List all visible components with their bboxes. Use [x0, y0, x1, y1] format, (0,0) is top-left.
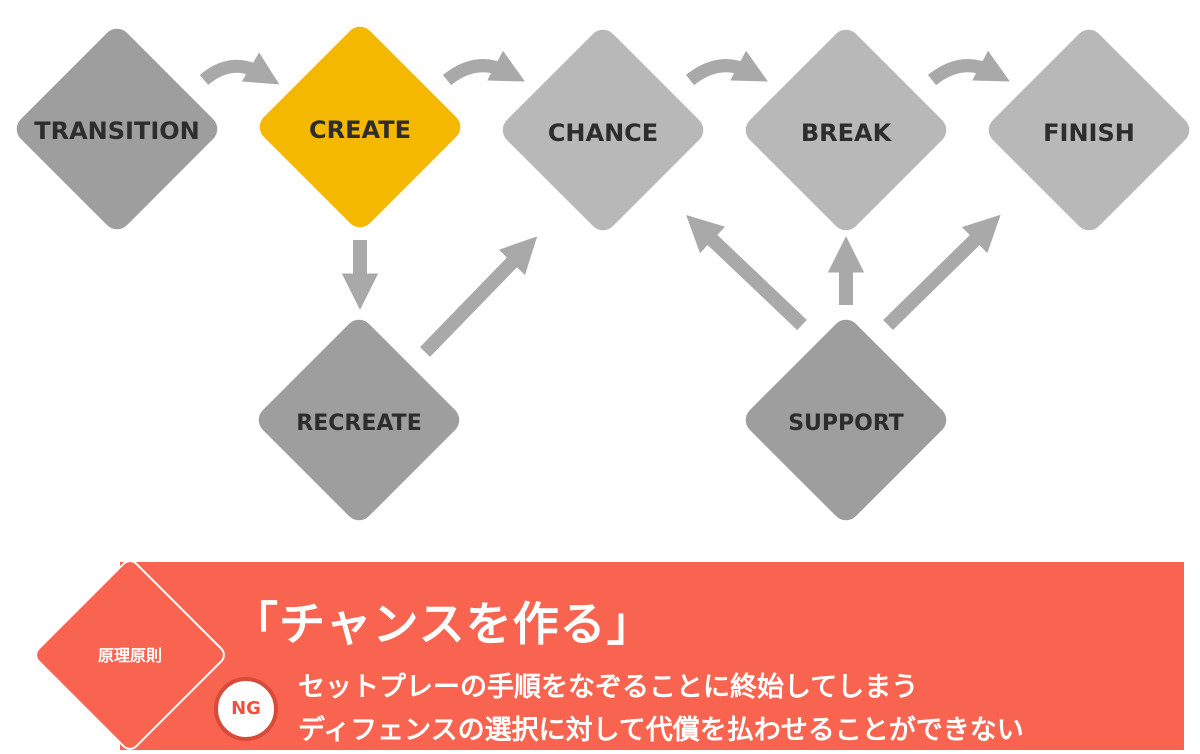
- node-create-label: CREATE: [309, 116, 411, 144]
- arrow-support-to-chance: [686, 214, 807, 331]
- ng-badge: NG: [214, 677, 278, 741]
- node-create: CREATE: [259, 26, 461, 228]
- node-chance-label: CHANCE: [548, 119, 658, 147]
- node-finish-label: FINISH: [1043, 119, 1135, 147]
- arrow-chance-to-break: [685, 50, 768, 86]
- node-support: SUPPORT: [745, 319, 947, 521]
- principle-badge-label: 原理原則: [97, 646, 162, 665]
- principle-banner: 原理原則 「チャンスを作る」 NG セットプレーの手順をなぞることに終始してしま…: [0, 556, 1200, 754]
- banner-background: [120, 562, 1184, 750]
- node-recreate: RECREATE: [258, 319, 460, 521]
- node-transition-label: TRANSITION: [34, 117, 200, 145]
- node-chance: CHANCE: [502, 29, 704, 231]
- ng-item-1: セットプレーの手順をなぞることに終始してしまう: [298, 672, 919, 703]
- arrow-create-to-chance: [442, 50, 525, 86]
- node-transition: TRANSITION: [16, 28, 218, 230]
- arrow-support-to-finish: [883, 214, 1001, 331]
- arrow-transition-to-create: [199, 52, 280, 86]
- node-recreate-label: RECREATE: [296, 411, 421, 436]
- arrow-break-to-finish: [927, 50, 1010, 86]
- node-finish: FINISH: [988, 29, 1190, 231]
- node-break-label: BREAK: [801, 119, 893, 147]
- node-break: BREAK: [745, 29, 947, 231]
- node-support-label: SUPPORT: [788, 411, 904, 436]
- banner-title: 「チャンスを作る」: [232, 597, 654, 651]
- ng-item-2: ディフェンスの選択に対して代償を払わせることができない: [298, 715, 1024, 746]
- arrow-recreate-to-chance: [419, 236, 538, 357]
